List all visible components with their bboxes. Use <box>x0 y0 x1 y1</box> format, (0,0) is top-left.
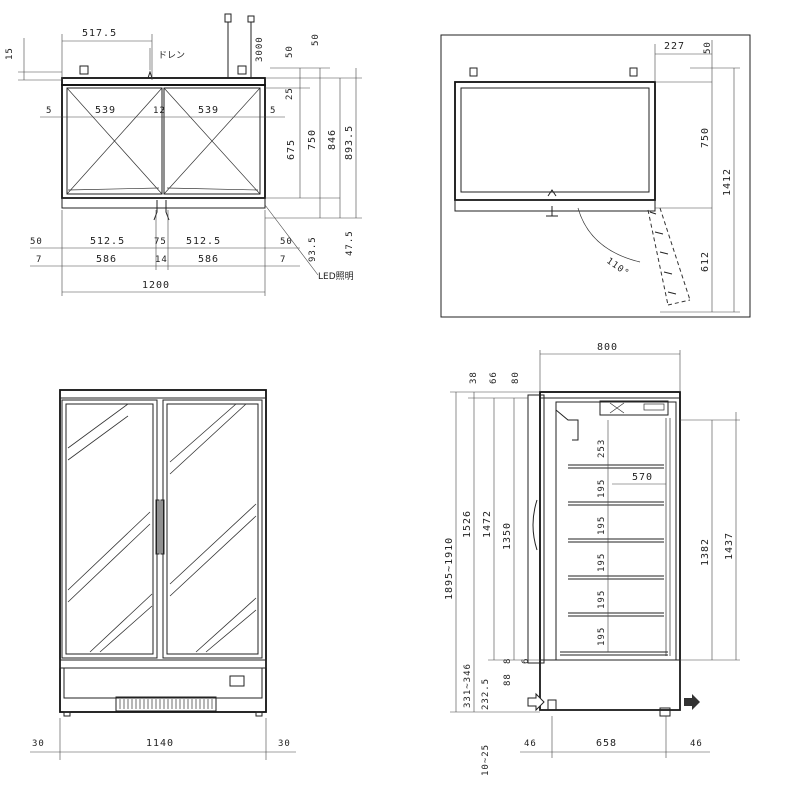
dim-75: 75 <box>154 237 167 247</box>
dim-5-right: 5 <box>270 106 276 116</box>
led-lighting-label: LED照明 <box>318 271 354 282</box>
dim-7-right: 7 <box>280 255 286 265</box>
side-dim-1472: 1472 <box>482 510 493 538</box>
side-dim-38: 38 <box>469 371 479 384</box>
dim-14: 14 <box>155 255 168 265</box>
side-dim-10-25: 10~25 <box>481 744 491 776</box>
dim-675: 675 <box>286 139 297 160</box>
plan-dim-612: 612 <box>700 251 711 272</box>
side-dim-331-346: 331~346 <box>463 663 473 708</box>
side-dim-232-5: 232.5 <box>481 678 491 710</box>
side-dim-195-1: 195 <box>597 479 607 498</box>
dim-750: 750 <box>307 129 318 150</box>
side-dim-253: 253 <box>597 439 607 458</box>
plan-view: 110° 227 50 750 1412 612 <box>440 34 751 318</box>
dim-47-5: 47.5 <box>345 230 355 256</box>
front-dim-1140: 1140 <box>146 738 174 749</box>
side-dim-80: 80 <box>511 371 521 384</box>
side-dim-658: 658 <box>596 738 617 749</box>
front-view: 30 1140 30 <box>30 389 296 760</box>
dim-7-left: 7 <box>36 255 42 265</box>
side-dim-195-5: 195 <box>597 627 607 646</box>
dim-539-right: 539 <box>198 105 219 116</box>
dim-93-5: 93.5 <box>308 236 318 262</box>
side-dim-46-right: 46 <box>690 739 703 749</box>
dim-512-5-right: 512.5 <box>186 236 221 247</box>
plan-dim-227: 227 <box>664 41 685 52</box>
dim-512-5-left: 512.5 <box>90 236 125 247</box>
dim-angle-110: 110° <box>604 256 631 279</box>
dim-50-left: 50 <box>30 237 43 247</box>
plan-dim-1412: 1412 <box>722 168 733 196</box>
side-dim-195-3: 195 <box>597 553 607 572</box>
side-dim-195-4: 195 <box>597 590 607 609</box>
side-dim-66: 66 <box>489 371 499 384</box>
front-dim-30-right: 30 <box>278 739 291 749</box>
dim-5-left: 5 <box>46 106 52 116</box>
front-dim-30-left: 30 <box>32 739 45 749</box>
dim-586-left: 586 <box>96 254 117 265</box>
side-dim-195-2: 195 <box>597 516 607 535</box>
dim-846: 846 <box>327 129 338 150</box>
dim-1200: 1200 <box>142 280 170 291</box>
side-dim-1895-1910: 1895~1910 <box>444 537 455 600</box>
side-dim-1350: 1350 <box>502 522 513 550</box>
side-dim-88: 88 <box>503 673 513 686</box>
dim-539-left: 539 <box>95 105 116 116</box>
side-dim-46-left: 46 <box>524 739 537 749</box>
front-grille <box>115 696 217 712</box>
dim-50a: 50 <box>285 45 295 58</box>
dim-517-5: 517.5 <box>82 28 117 39</box>
drain-label: ドレン <box>158 51 185 61</box>
dim-15: 15 <box>5 47 15 60</box>
dim-586-right: 586 <box>198 254 219 265</box>
side-dim-1437: 1437 <box>724 532 735 560</box>
side-dim-8: 8 <box>503 658 513 664</box>
side-dim-570: 570 <box>632 472 653 483</box>
side-dim-800: 800 <box>597 342 618 353</box>
dim-50b: 50 <box>311 33 321 46</box>
top-view: 517.5 ドレン 15 3000 50 50 25 675 750 846 8… <box>5 13 362 296</box>
side-dim-6: 6 <box>521 658 531 664</box>
dim-50-right: 50 <box>280 237 293 247</box>
plan-dim-50: 50 <box>703 41 713 54</box>
dim-3000: 3000 <box>255 36 265 62</box>
side-dim-1526: 1526 <box>462 510 473 538</box>
dim-12: 12 <box>153 106 166 116</box>
side-dim-1382: 1382 <box>700 538 711 566</box>
side-section-view: 800 38 66 80 1895~1910 1526 1472 1350 33… <box>444 342 740 776</box>
dim-25: 25 <box>285 87 295 100</box>
plan-dim-750: 750 <box>700 127 711 148</box>
dim-893-5: 893.5 <box>344 125 355 160</box>
shelves <box>560 464 668 656</box>
